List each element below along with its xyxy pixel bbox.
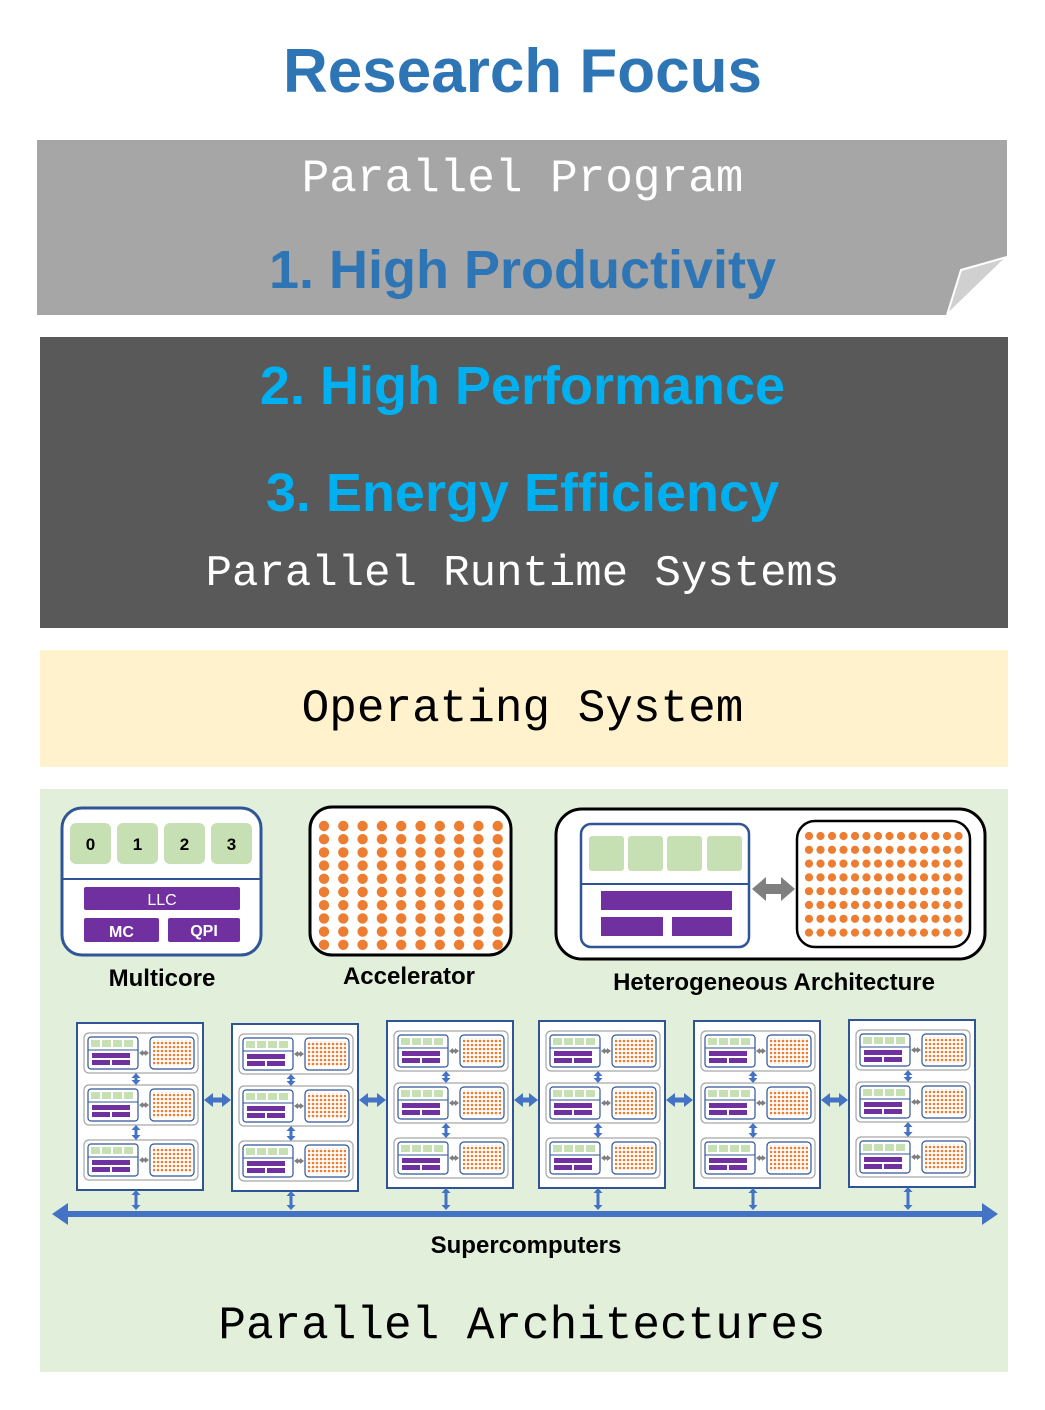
compute-node <box>545 1082 661 1124</box>
supercomputer-rack <box>538 1020 666 1189</box>
operating-system-layer <box>40 650 1008 767</box>
vertical-link-arrow <box>593 1188 603 1210</box>
rack-link-arrow <box>359 1093 386 1107</box>
compute-node <box>855 1081 971 1123</box>
core-3-label: 3 <box>227 835 236 854</box>
compute-node <box>83 1084 199 1126</box>
llc-label: LLC <box>147 892 176 909</box>
vertical-link-arrow <box>748 1071 758 1083</box>
goal-high-performance: 2. High Performance <box>259 356 786 416</box>
core-2-label: 2 <box>180 835 189 854</box>
parallel-program-layer <box>37 140 1007 315</box>
operating-system-label: Operating System <box>301 683 744 735</box>
rack-link-arrow <box>204 1093 231 1107</box>
page-curl <box>946 256 1007 315</box>
compute-node <box>393 1137 509 1179</box>
compute-node <box>700 1137 816 1179</box>
accelerator-diagram <box>308 805 513 957</box>
compute-node <box>545 1137 661 1179</box>
core-2: 2 <box>164 823 205 864</box>
vertical-link-arrow <box>286 1191 296 1210</box>
compute-node <box>393 1030 509 1072</box>
compute-node <box>238 1033 354 1075</box>
compute-node <box>238 1140 354 1182</box>
vertical-link-arrow <box>903 1122 913 1137</box>
supercomputer-rack <box>848 1019 976 1188</box>
vertical-link-arrow <box>748 1123 758 1138</box>
rack-link-arrow <box>821 1093 848 1107</box>
core-1: 1 <box>117 823 158 864</box>
compute-node <box>83 1139 199 1181</box>
parallel-program-label: Parallel Program <box>301 153 744 205</box>
qpi-label: QPI <box>190 923 218 940</box>
compute-node <box>700 1082 816 1124</box>
compute-node <box>238 1085 354 1127</box>
compute-node <box>393 1082 509 1124</box>
supercomputers-caption: Supercomputers <box>431 1232 622 1259</box>
vertical-link-arrow <box>903 1187 913 1210</box>
multicore-diagram: 0 1 2 3 LLC MC QPI <box>60 806 263 957</box>
rack-link-arrow <box>666 1093 693 1107</box>
compute-node <box>545 1030 661 1072</box>
compute-node <box>855 1136 971 1178</box>
vertical-link-arrow <box>593 1071 603 1083</box>
goal-high-productivity: 1. High Productivity <box>268 240 777 300</box>
vertical-link-arrow <box>286 1126 296 1141</box>
vertical-link-arrow <box>748 1188 758 1210</box>
vertical-link-arrow <box>286 1074 296 1086</box>
mc-block <box>84 918 159 942</box>
llc-block <box>84 887 240 910</box>
supercomputer-rack <box>231 1023 359 1192</box>
page-title: Research Focus <box>283 37 762 106</box>
vertical-link-arrow <box>441 1123 451 1138</box>
compute-node <box>700 1030 816 1072</box>
interconnect-bus <box>52 1203 998 1225</box>
accelerator-cores <box>318 820 503 950</box>
parallel-architectures-label: Parallel Architectures <box>218 1300 825 1352</box>
mc-label: MC <box>109 924 134 941</box>
vertical-link-arrow <box>441 1071 451 1083</box>
core-0: 0 <box>70 823 111 864</box>
supercomputer-rack <box>693 1020 821 1189</box>
vertical-link-arrow <box>903 1070 913 1082</box>
vertical-link-arrow <box>131 1073 141 1085</box>
heterogeneous-caption: Heterogeneous Architecture <box>613 969 935 996</box>
goal-energy-efficiency: 3. Energy Efficiency <box>265 463 780 523</box>
vertical-link-arrow <box>593 1123 603 1138</box>
core-1-label: 1 <box>133 835 142 854</box>
heterogeneous-diagram <box>554 807 987 961</box>
core-0-label: 0 <box>86 835 95 854</box>
multicore-caption: Multicore <box>109 965 216 992</box>
double-arrow-gray <box>752 877 795 901</box>
core-3: 3 <box>211 823 252 864</box>
supercomputer-racks <box>76 1019 976 1210</box>
compute-node <box>83 1032 199 1074</box>
qpi-block <box>168 918 240 942</box>
compute-node <box>855 1029 971 1071</box>
supercomputer-rack <box>76 1022 204 1191</box>
accelerator-caption: Accelerator <box>343 963 475 990</box>
folded-page-shape <box>37 140 1007 315</box>
rack-link-arrow <box>514 1093 538 1107</box>
parallel-runtime-layer <box>40 337 1008 628</box>
vertical-link-arrow <box>131 1125 141 1140</box>
heterogeneous-accelerator-cores <box>804 831 963 937</box>
supercomputer-rack <box>386 1020 514 1189</box>
vertical-link-arrow <box>441 1188 451 1210</box>
parallel-runtime-label: Parallel Runtime Systems <box>205 549 840 599</box>
vertical-link-arrow <box>131 1190 141 1210</box>
